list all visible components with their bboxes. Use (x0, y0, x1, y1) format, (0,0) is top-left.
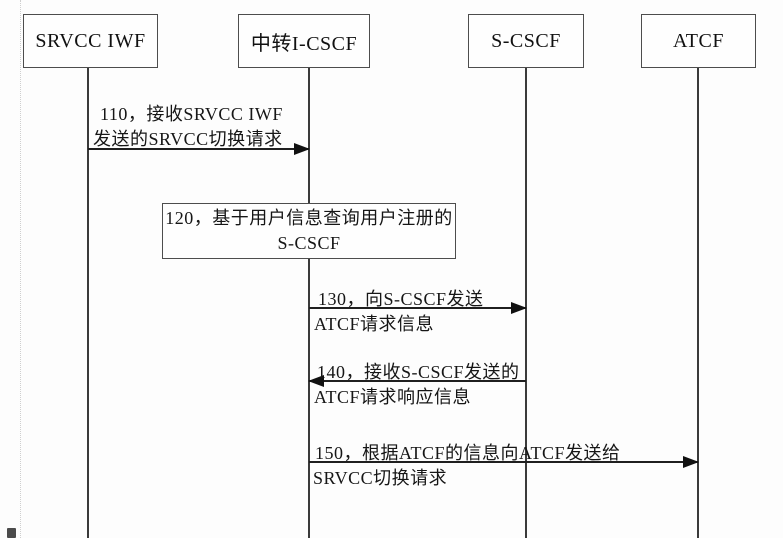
message-140-label-line1: 140，接收S-CSCF发送的 (317, 362, 520, 382)
arrowhead-right-icon (683, 456, 699, 468)
lifeline-atcf (697, 67, 699, 538)
message-140-label-line2: ATCF请求响应信息 (314, 387, 472, 407)
actor-label-transit-icscf: 中转I-CSCF (250, 32, 358, 55)
message-130-arrow (309, 302, 527, 314)
message-130-label-line1: 130，向S-CSCF发送 (318, 289, 484, 309)
process-120-line2: S-CSCF (277, 233, 341, 253)
actor-box-srvcc-iwf: SRVCC IWF (23, 14, 158, 68)
message-110-arrow (88, 143, 310, 155)
actor-label-scscf: S-CSCF (491, 29, 561, 52)
arrowhead-left-icon (308, 375, 324, 387)
lifeline-transit-icscf (308, 67, 310, 538)
message-150-arrow (309, 456, 699, 468)
actor-label-srvcc-iwf: SRVCC IWF (35, 29, 146, 52)
arrowhead-right-icon (511, 302, 527, 314)
actor-box-transit-icscf: 中转I-CSCF (238, 14, 370, 68)
message-130-label-line2: ATCF请求信息 (314, 314, 435, 334)
process-120-line1: 120，基于用户信息查询用户注册的 (165, 208, 453, 228)
process-120-box: 120，基于用户信息查询用户注册的 S-CSCF (162, 203, 456, 259)
message-140-arrow (308, 375, 526, 387)
actor-box-scscf: S-CSCF (468, 14, 584, 68)
message-110-label-line2: 发送的SRVCC切换请求 (93, 129, 283, 149)
actor-label-atcf: ATCF (673, 29, 724, 52)
lifeline-srvcc-iwf (87, 67, 89, 538)
scan-mark-artifact (7, 528, 16, 538)
arrowhead-right-icon (294, 143, 310, 155)
message-110-label-line1: 110，接收SRVCC IWF (100, 104, 283, 124)
actor-box-atcf: ATCF (641, 14, 756, 68)
message-150-label-line2: SRVCC切换请求 (313, 468, 448, 488)
scan-edge-artifact (20, 0, 21, 538)
message-150-label-line1: 150，根据ATCF的信息向ATCF发送给 (315, 443, 621, 463)
